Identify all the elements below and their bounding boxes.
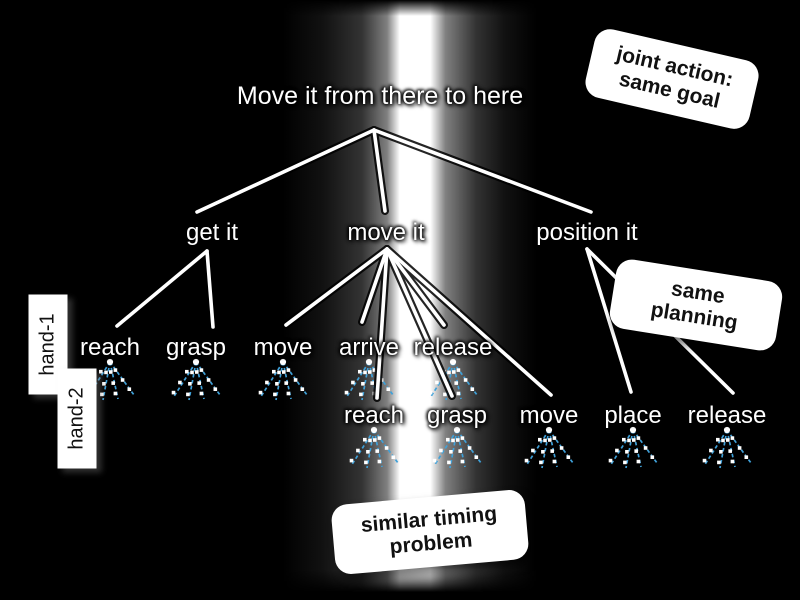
hand1-action-move: move xyxy=(253,334,313,361)
task-position-it: position it xyxy=(536,219,638,246)
hand-2-tag: hand-2 xyxy=(57,368,97,469)
hand2-action-release: release xyxy=(687,402,767,429)
root-task-label: Move it from there to here xyxy=(236,82,524,110)
hand1-action-arrive: arrive xyxy=(338,334,400,361)
hand2-action-reach: reach xyxy=(343,402,405,429)
hand1-action-release: release xyxy=(413,334,493,361)
hand2-action-place: place xyxy=(604,402,662,429)
hand2-action-move: move xyxy=(519,402,579,429)
hand1-action-grasp: grasp xyxy=(165,334,227,361)
task-move-it: move it xyxy=(347,219,425,246)
task-get-it: get it xyxy=(185,219,239,246)
hand2-action-grasp: grasp xyxy=(426,402,488,429)
hand1-action-reach: reach xyxy=(79,334,141,361)
